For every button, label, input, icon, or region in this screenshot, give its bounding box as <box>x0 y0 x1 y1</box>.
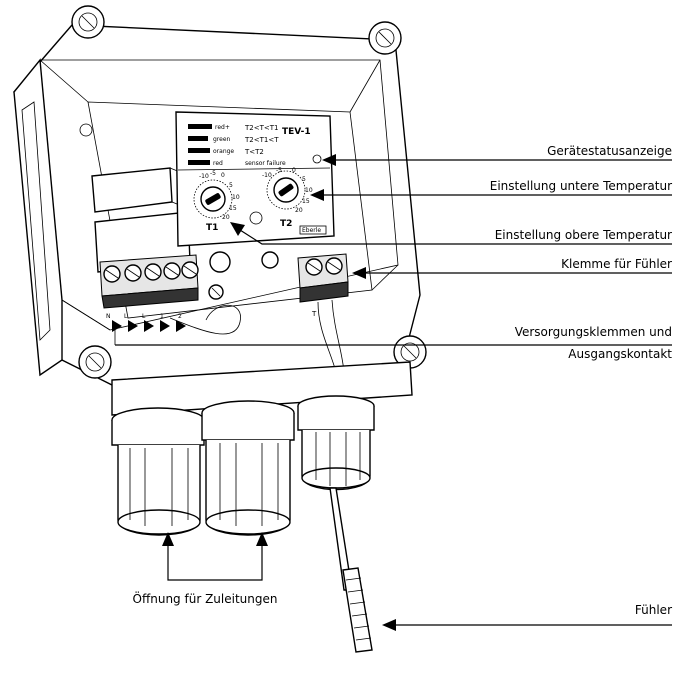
svg-text:-10: -10 <box>199 173 209 180</box>
upper-temp-label: Einstellung obere Temperatur <box>495 228 672 242</box>
svg-text:-5: -5 <box>276 167 282 174</box>
svg-text:15: 15 <box>229 205 237 212</box>
cable-gland-middle <box>201 400 295 536</box>
svg-text:T2<T<T1: T2<T<T1 <box>244 124 278 132</box>
model-label: TEV-1 <box>282 127 311 137</box>
svg-text:N: N <box>106 313 111 320</box>
svg-text:orange: orange <box>213 148 234 155</box>
knob1-label: T1 <box>206 223 218 233</box>
legend-row: red sensor failure <box>188 160 286 167</box>
legend-row: orange T<T2 <box>188 148 264 156</box>
sensor-label: Fühler <box>635 603 672 617</box>
legend-row: red+ T2<T<T1 <box>188 124 278 132</box>
svg-text:-5: -5 <box>210 170 216 177</box>
svg-text:5: 5 <box>302 176 306 183</box>
svg-text:0: 0 <box>292 167 296 174</box>
inner-cable <box>169 304 241 335</box>
callout-lines <box>112 154 672 631</box>
lid-edge <box>13 58 63 377</box>
svg-text:2: 2 <box>178 313 182 320</box>
svg-text:L: L <box>124 313 128 320</box>
svg-text:10: 10 <box>232 194 240 201</box>
dial-t1: -10 -5 0 5 10 15 20 T1 <box>193 170 240 233</box>
corner-screw <box>71 5 105 39</box>
openings-label: Öffnung für Zuleitungen <box>133 590 278 606</box>
svg-text:red: red <box>213 160 223 167</box>
svg-text:L: L <box>142 313 146 320</box>
svg-text:20: 20 <box>295 207 303 214</box>
svg-text:20: 20 <box>222 214 230 221</box>
mount-screw <box>79 123 93 137</box>
svg-text:T2<T1<T: T2<T1<T <box>244 136 279 144</box>
svg-text:5: 5 <box>229 182 233 189</box>
svg-text:10: 10 <box>305 187 313 194</box>
svg-text:green: green <box>213 136 231 143</box>
status-led <box>312 154 322 164</box>
cable-gland-left <box>111 407 205 536</box>
svg-text:T<T2: T<T2 <box>244 148 264 156</box>
svg-text:sensor failure: sensor failure <box>245 160 286 167</box>
supply-terminal-block: N L L 1 2 <box>99 251 231 320</box>
svg-text:15: 15 <box>302 198 310 205</box>
svg-text:0: 0 <box>221 172 225 179</box>
lower-temp-label: Einstellung untere Temperatur <box>490 179 672 193</box>
sensor-terminal-block: T <box>261 251 349 373</box>
cable-gland-right <box>297 395 375 491</box>
legend-row: green T2<T1<T <box>188 136 279 144</box>
dial-t2: -10 -5 0 5 10 15 20 T2 <box>262 167 313 229</box>
corner-screw <box>78 345 112 379</box>
cable-glands <box>111 361 413 536</box>
knob2-label: T2 <box>280 219 292 229</box>
svg-text:T: T <box>311 310 317 318</box>
svg-text:-10: -10 <box>262 172 272 179</box>
brand-box <box>299 225 327 235</box>
status-display-label: Gerätestatusanzeige <box>547 144 672 158</box>
corner-screw <box>393 335 427 369</box>
corner-screw <box>368 21 402 55</box>
panel-screw <box>249 211 263 225</box>
cable-gland-inner <box>209 251 231 273</box>
sensor-probe <box>329 487 373 653</box>
brand-label: Eberle <box>302 227 321 234</box>
svg-text:1: 1 <box>160 313 164 320</box>
sensor-terminal-label: Klemme für Fühler <box>561 257 672 271</box>
supply-terminal-label: Versorgungsklemmen und <box>515 325 672 339</box>
svg-text:red+: red+ <box>215 124 230 131</box>
output-contact-label: Ausgangskontakt <box>568 347 672 361</box>
front-panel: TEV-1 red+ T2<T<T1 green T2<T1<T orange … <box>175 111 335 247</box>
